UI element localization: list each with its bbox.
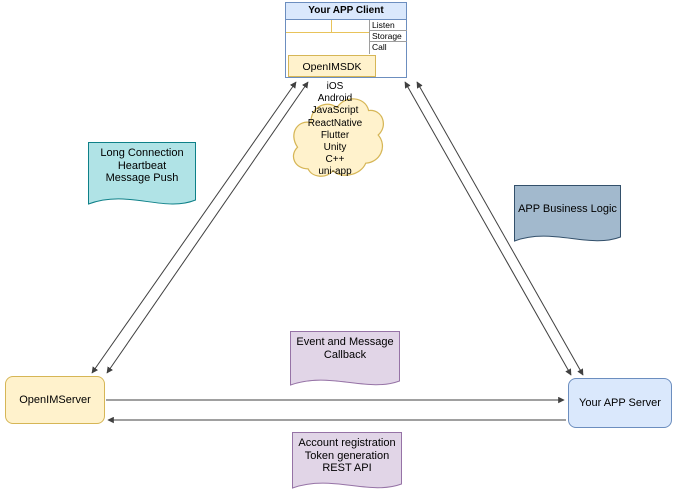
document-shape-icon — [292, 432, 402, 489]
client-node: Your APP Client Listen Storage Call Open… — [285, 2, 407, 78]
note-line: Long Connection — [100, 147, 184, 159]
note-line: Heartbeat — [117, 159, 167, 172]
platform-list: iOS Android JavaScript ReactNative Flutt… — [283, 81, 387, 179]
app-server-node: Your APP Server — [568, 378, 672, 428]
document-shape-icon — [88, 142, 196, 205]
platform-android: Android — [317, 93, 353, 105]
client-row-listen: Listen — [370, 20, 407, 31]
note-line: Message Push — [105, 172, 179, 184]
openimserver-node: OpenIMServer — [5, 376, 105, 424]
platform-javascript: JavaScript — [311, 105, 359, 117]
document-shape-icon — [290, 331, 400, 386]
note-rest-api: Account registration Token generation RE… — [292, 432, 402, 498]
client-inner-hline — [286, 32, 369, 33]
platform-cpp: C++ — [325, 154, 345, 166]
openimsdk-node: OpenIMSDK — [288, 55, 376, 77]
note-line: Token generation — [304, 449, 390, 462]
platform-reactnative: ReactNative — [307, 117, 363, 129]
client-row-call: Call — [372, 42, 387, 52]
note-line: REST API — [322, 462, 372, 474]
note-long-connection: Long Connection Heartbeat Message Push — [88, 142, 196, 215]
client-title: Your APP Client — [286, 3, 406, 20]
platform-flutter: Flutter — [320, 129, 350, 141]
document-shape-icon — [514, 185, 621, 242]
note-line: Event and Message — [296, 336, 394, 348]
arrow-sdk-openimserver-1 — [91, 81, 297, 374]
note-line: Callback — [323, 348, 367, 361]
client-table-divider — [369, 20, 370, 54]
client-row-storage: Storage — [370, 31, 407, 42]
note-business-logic: APP Business Logic — [514, 185, 621, 251]
platform-ios: iOS — [326, 81, 344, 92]
platform-uniapp: uni-app — [318, 166, 352, 178]
platform-unity: Unity — [323, 142, 347, 154]
client-inner-vline — [331, 20, 332, 32]
arrow-sdk-openimserver-2 — [106, 81, 309, 374]
note-line: Account registration — [298, 437, 396, 449]
note-line: APP Business Logic — [518, 203, 617, 215]
platform-cloud-shape — [292, 98, 384, 177]
note-callback: Event and Message Callback — [290, 331, 400, 395]
